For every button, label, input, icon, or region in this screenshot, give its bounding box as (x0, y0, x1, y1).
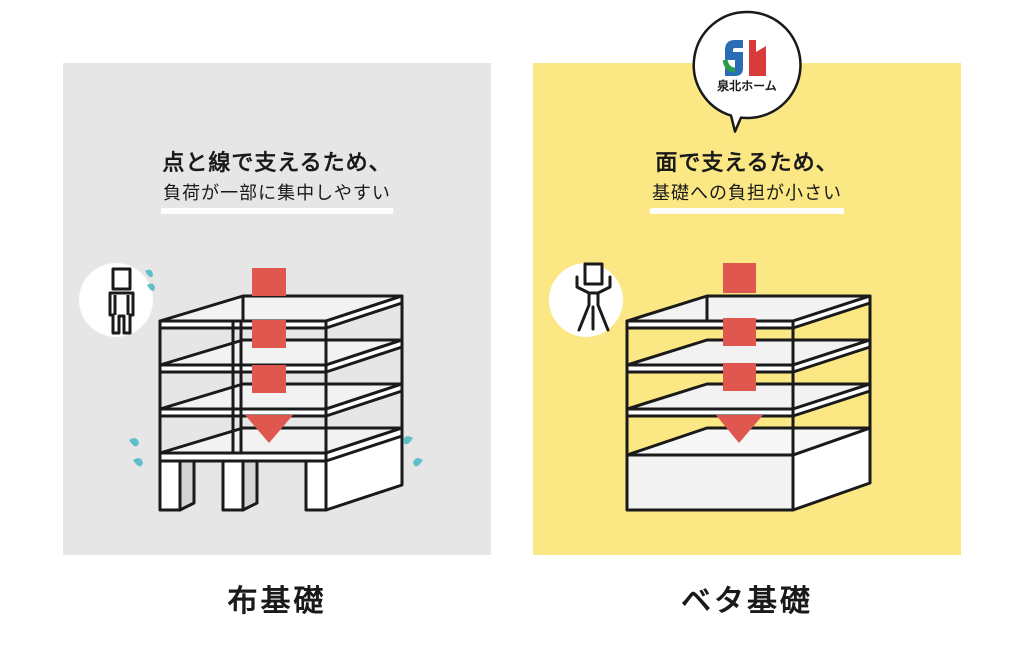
label-betakiso: ベタ基礎 (681, 584, 813, 619)
nunokiso-diagram (79, 263, 423, 512)
building-frame (625, 294, 872, 512)
worried-person-icon (108, 267, 135, 335)
load-arrow-icon (245, 268, 293, 443)
left-caption-line2: 負荷が一部に集中しやすい (161, 183, 393, 214)
load-arrow-icon (716, 263, 763, 443)
right-caption-line2: 基礎への負担が小さい (650, 183, 844, 214)
senboku-home-logo-icon (722, 40, 766, 76)
panel-nunokiso: 点と線で支えるため、 負荷が一部に集中しやすい (63, 63, 491, 555)
strain-drops-icon (129, 436, 423, 467)
panel-betakiso: 面で支えるため、 基礎への負担が小さい (533, 63, 961, 555)
building-frame (158, 294, 404, 512)
betakiso-diagram (549, 262, 872, 512)
label-nunokiso: 布基礎 (227, 584, 327, 619)
left-caption-line1: 点と線で支えるため、 (162, 151, 392, 176)
right-caption-line2-wrap: 基礎への負担が小さい (533, 183, 961, 214)
logo-wordmark: 泉北ホーム (717, 79, 777, 93)
logo-speech-bubble (692, 10, 802, 133)
sweat-drops-icon (145, 269, 155, 291)
relaxed-person-icon (575, 262, 612, 332)
right-caption-line1: 面で支えるため、 (655, 151, 839, 176)
left-caption-line2-wrap: 負荷が一部に集中しやすい (63, 183, 491, 214)
